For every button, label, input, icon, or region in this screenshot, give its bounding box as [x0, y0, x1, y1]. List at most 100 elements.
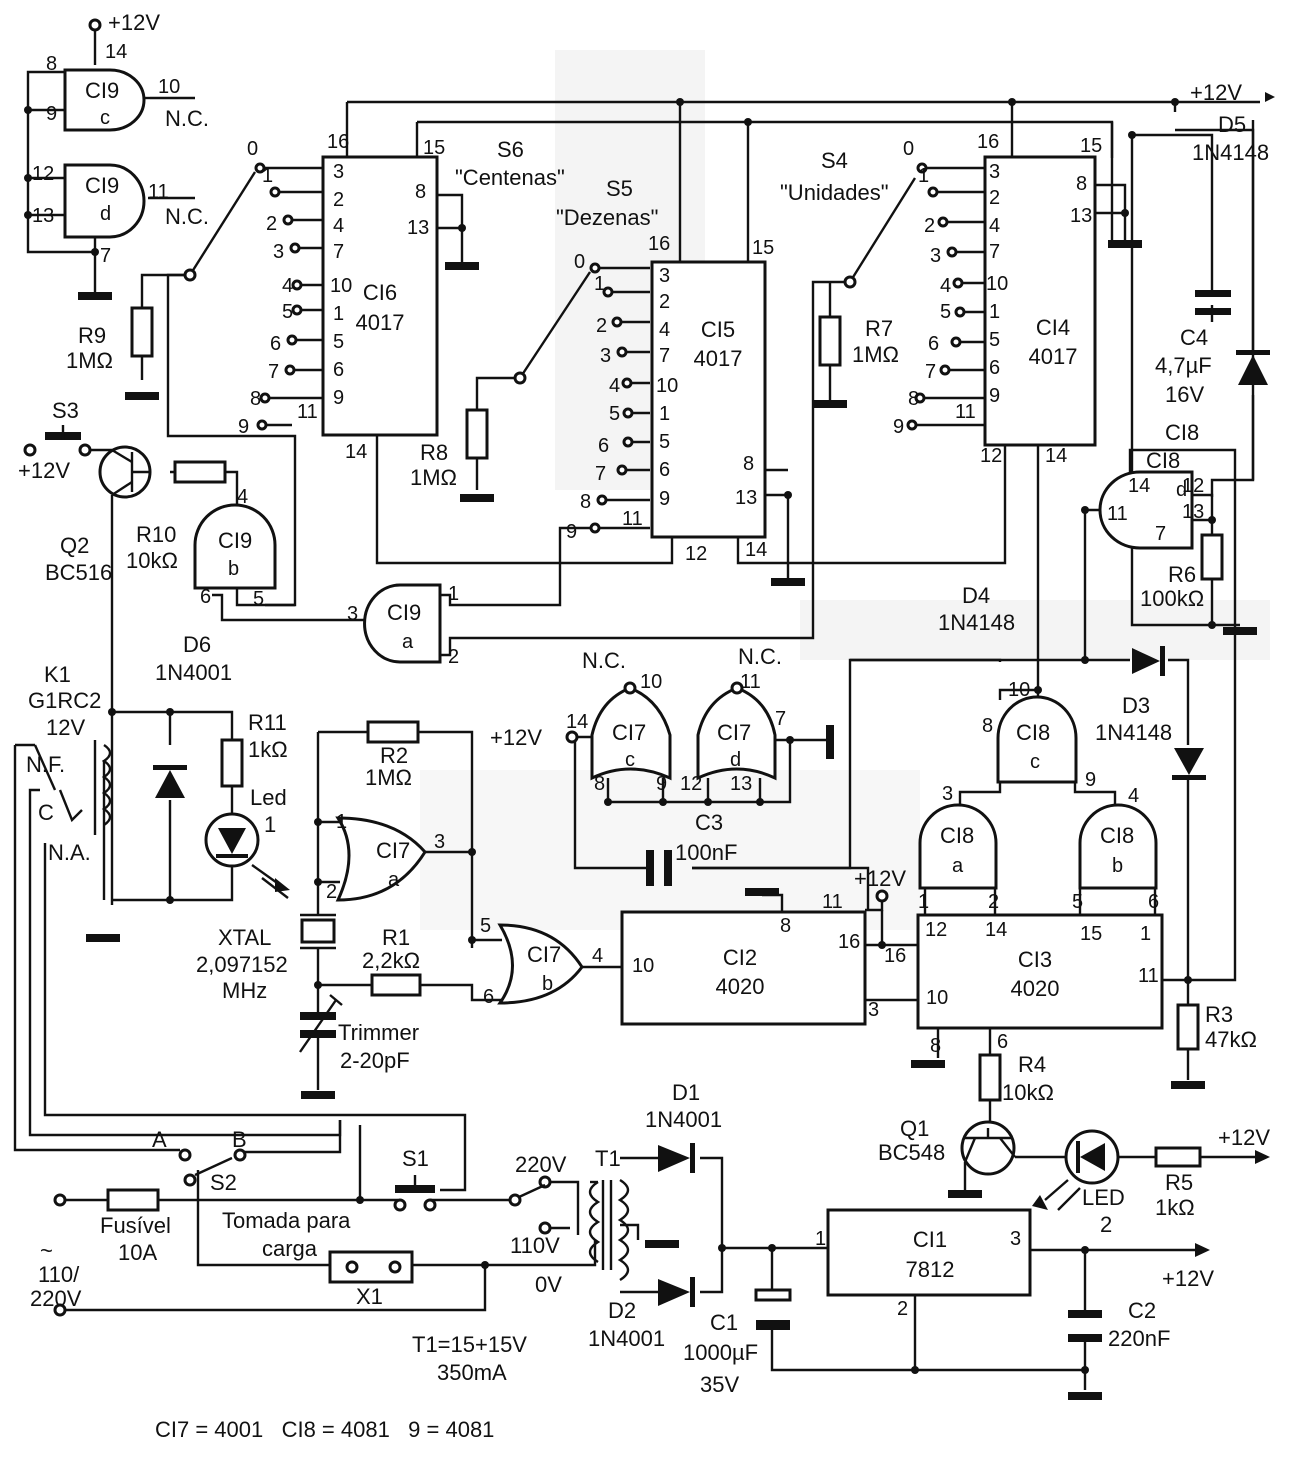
svg-text:a: a — [952, 855, 964, 877]
svg-text:CI9: CI9 — [85, 173, 119, 198]
d3-name: D3 — [1122, 693, 1150, 718]
c4-value: 4,7µF — [1155, 353, 1212, 378]
trimmer-value: 2-20pF — [340, 1048, 410, 1073]
c2-name: C2 — [1128, 1298, 1156, 1323]
r11-value: 1kΩ — [248, 737, 288, 762]
k1-c: C — [38, 800, 54, 825]
svg-text:8: 8 — [780, 915, 791, 937]
svg-text:7: 7 — [989, 241, 1000, 263]
svg-text:3: 3 — [989, 161, 1000, 183]
svg-text:9: 9 — [46, 103, 57, 125]
relay-coil — [33, 740, 112, 835]
ci5-chip: CI5 4017 — [650, 260, 767, 539]
r9-value: 1MΩ — [66, 348, 113, 373]
svg-text:4: 4 — [592, 945, 603, 967]
svg-text:11: 11 — [822, 891, 843, 913]
d2-name: D2 — [608, 1298, 636, 1323]
svg-text:1: 1 — [448, 583, 459, 605]
ci7a-gate: CI7 a — [335, 816, 427, 902]
r1-name: R1 — [382, 925, 410, 950]
mains-line2: 220V — [30, 1286, 82, 1311]
svg-text:4020: 4020 — [1011, 976, 1060, 1001]
svg-text:2: 2 — [596, 315, 607, 337]
svg-text:a: a — [402, 631, 414, 653]
svg-text:6: 6 — [200, 586, 211, 608]
resistors — [106, 306, 1224, 1212]
svg-text:6: 6 — [333, 359, 344, 381]
ci7b-gate: CI7 b — [497, 923, 584, 1005]
svg-text:12: 12 — [925, 919, 947, 941]
t1-tap110: 110V — [510, 1233, 560, 1258]
svg-text:1: 1 — [336, 811, 347, 833]
svg-text:2: 2 — [659, 291, 670, 313]
svg-text:16: 16 — [648, 233, 670, 255]
svg-text:10: 10 — [926, 987, 948, 1009]
svg-text:12: 12 — [32, 163, 54, 185]
svg-text:c: c — [1030, 751, 1040, 773]
fuse-name: Fusível — [100, 1213, 171, 1238]
d5-name: D5 — [1218, 112, 1246, 137]
svg-text:2: 2 — [988, 891, 999, 913]
svg-text:6: 6 — [270, 333, 281, 355]
supply-label: +12V — [108, 10, 160, 35]
svg-text:16: 16 — [977, 131, 999, 153]
nc-label: N.C. — [582, 648, 626, 673]
c3-value: 100nF — [675, 840, 737, 865]
svg-text:8: 8 — [415, 181, 426, 203]
r2-value: 1MΩ — [365, 765, 412, 790]
r4-name: R4 — [1018, 1052, 1046, 1077]
nc-label: N.C. — [165, 204, 209, 229]
svg-text:1: 1 — [1140, 923, 1151, 945]
svg-text:2: 2 — [333, 189, 344, 211]
c4-name: C4 — [1180, 325, 1208, 350]
r7-name: R7 — [865, 316, 893, 341]
svg-text:5: 5 — [659, 431, 670, 453]
svg-text:1: 1 — [594, 273, 605, 295]
r5-name: R5 — [1165, 1170, 1193, 1195]
ci8a-gate: CI8 a — [918, 803, 998, 890]
svg-text:8: 8 — [580, 491, 591, 513]
svg-text:7: 7 — [1155, 523, 1166, 545]
svg-text:5: 5 — [253, 588, 264, 610]
s3-label: S3 — [52, 398, 79, 423]
xtal-freq: 2,097152 — [196, 952, 288, 977]
svg-text:4017: 4017 — [1029, 344, 1078, 369]
ci9b-gate: CI9 b — [193, 503, 277, 590]
svg-text:1: 1 — [262, 165, 273, 187]
svg-text:d: d — [100, 203, 111, 225]
svg-text:5: 5 — [333, 331, 344, 353]
svg-text:4: 4 — [282, 275, 293, 297]
r8-name: R8 — [420, 440, 448, 465]
svg-text:CI5: CI5 — [701, 317, 735, 342]
svg-text:CI7: CI7 — [376, 838, 410, 863]
transformer — [588, 1178, 630, 1282]
svg-text:4: 4 — [940, 275, 951, 297]
svg-text:7: 7 — [333, 241, 344, 263]
svg-text:7812: 7812 — [906, 1257, 955, 1282]
ci4-chip: CI4 4017 — [983, 155, 1097, 447]
ci8d-gate: CI8 d — [1098, 448, 1194, 550]
s4-name: S4 — [821, 148, 848, 173]
svg-text:7: 7 — [595, 463, 606, 485]
s2-name: S2 — [210, 1170, 237, 1195]
s2-b: B — [232, 1127, 247, 1152]
supply-label: +12V — [1218, 1125, 1270, 1150]
svg-text:CI9: CI9 — [387, 600, 421, 625]
svg-text:3: 3 — [347, 603, 358, 625]
r1-value: 2,2kΩ — [362, 948, 420, 973]
selector-contacts — [254, 162, 966, 534]
svg-text:16: 16 — [838, 931, 860, 953]
mains-line1: 110/ — [38, 1262, 80, 1287]
d6-name: D6 — [183, 632, 211, 657]
svg-text:CI9: CI9 — [85, 78, 119, 103]
svg-text:12: 12 — [680, 773, 702, 795]
svg-text:CI9: CI9 — [218, 528, 252, 553]
svg-text:9: 9 — [333, 387, 344, 409]
d6-part: 1N4001 — [155, 660, 232, 685]
d1-name: D1 — [672, 1080, 700, 1105]
svg-text:CI7: CI7 — [717, 720, 751, 745]
outlet-name: X1 — [356, 1284, 383, 1309]
svg-text:2: 2 — [326, 881, 337, 903]
svg-text:3: 3 — [659, 265, 670, 287]
k1-volt: 12V — [46, 715, 85, 740]
